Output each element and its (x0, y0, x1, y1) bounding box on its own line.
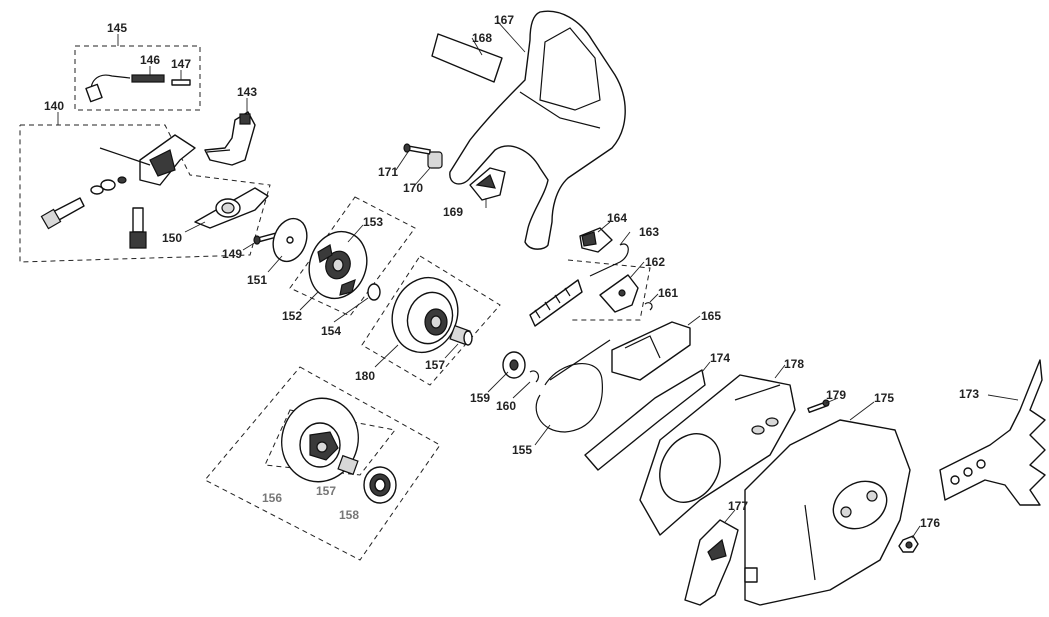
part-155-brake-band (535, 339, 611, 433)
part-165-block (611, 321, 691, 381)
part-labels: 145 146 147 140 143 150 149 151 153 152 … (44, 13, 979, 530)
label-154: 154 (321, 324, 341, 338)
label-167: 167 (494, 13, 514, 27)
label-179: 179 (826, 388, 846, 402)
label-151: 151 (247, 273, 267, 287)
label-178: 178 (784, 357, 804, 371)
part-153-clutch (308, 230, 368, 300)
part-178-bar-plate (639, 374, 796, 536)
oil-pump-assembly (40, 134, 196, 249)
label-159: 159 (470, 391, 490, 405)
part-158-rim-sprocket (363, 466, 397, 504)
label-150: 150 (162, 231, 182, 245)
label-169: 169 (443, 205, 463, 219)
label-164: 164 (607, 211, 627, 225)
part-170-bushing (427, 151, 443, 169)
label-171: 171 (378, 165, 398, 179)
leader-lines (57, 21, 1019, 539)
label-165: 165 (701, 309, 721, 323)
part-143 (204, 111, 256, 166)
part-156-sprocket-drum (281, 397, 359, 483)
label-143: 143 (237, 85, 257, 99)
part-171-screw (403, 143, 431, 155)
label-177: 177 (728, 499, 748, 513)
part-157-bearing (449, 324, 473, 346)
part-164 (579, 227, 613, 253)
label-175: 175 (874, 391, 894, 405)
label-161: 161 (658, 286, 678, 300)
label-147: 147 (171, 57, 191, 71)
part-174-cover-plate (584, 369, 706, 471)
label-156: 156 (262, 491, 282, 505)
oil-hose-assembly (85, 66, 191, 103)
label-170: 170 (403, 181, 423, 195)
part-161 (644, 302, 653, 311)
part-177-tensioner (684, 519, 739, 606)
part-168-sticker (431, 33, 503, 83)
label-155: 155 (512, 443, 532, 457)
part-163-spring (529, 243, 629, 327)
label-180: 180 (355, 369, 375, 383)
label-158: 158 (339, 508, 359, 522)
part-160-clip (529, 370, 540, 383)
label-162: 162 (645, 255, 665, 269)
label-157b: 157 (316, 484, 336, 498)
part-150 (194, 187, 269, 229)
part-173-bumper-spike (939, 359, 1046, 506)
label-149: 149 (222, 247, 242, 261)
label-168: 168 (472, 31, 492, 45)
label-157a: 157 (425, 358, 445, 372)
part-151-washer (272, 217, 308, 263)
part-175-sprocket-cover (744, 419, 911, 606)
label-153: 153 (363, 215, 383, 229)
label-174: 174 (710, 351, 730, 365)
label-173: 173 (959, 387, 979, 401)
part-169 (469, 167, 506, 201)
label-140: 140 (44, 99, 64, 113)
part-176-nut (898, 535, 919, 553)
part-179-screw (807, 399, 830, 413)
label-163: 163 (639, 225, 659, 239)
part-159-washer (502, 351, 526, 379)
label-152: 152 (282, 309, 302, 323)
part-154-ring (367, 283, 381, 301)
part-167-hand-guard (449, 10, 626, 250)
part-157-bearing-kit (337, 454, 359, 476)
label-176: 176 (920, 516, 940, 530)
label-160: 160 (496, 399, 516, 413)
part-162-latch (599, 274, 639, 313)
label-145: 145 (107, 21, 127, 35)
label-146: 146 (140, 53, 160, 67)
